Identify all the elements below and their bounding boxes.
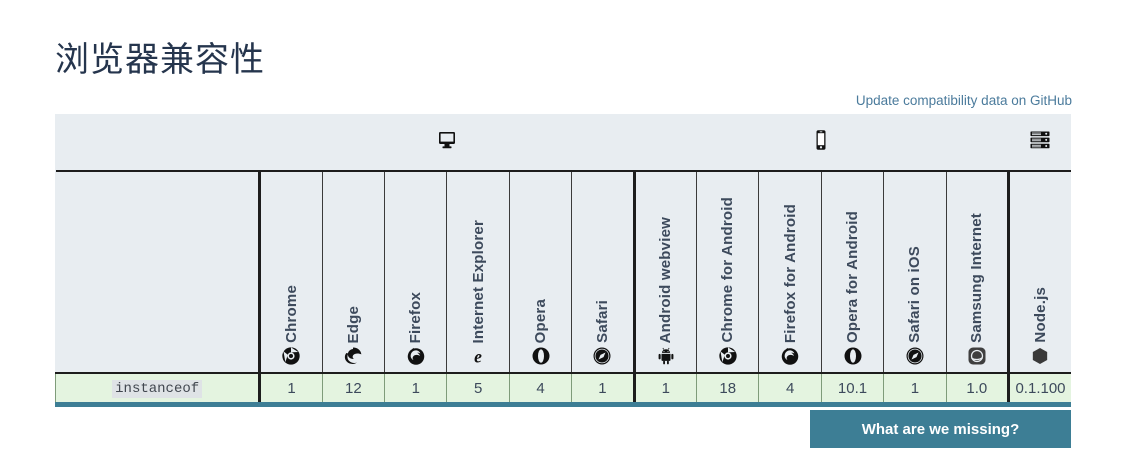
browser-header-row: Chrome Edge Firefox Internet Explorer e Opera…: [55, 171, 1071, 374]
edge-icon: [343, 346, 363, 366]
platform-header-server: [1008, 114, 1071, 172]
browser-header-chrome-for-android[interactable]: Chrome for Android: [696, 171, 759, 374]
browser-name-label: Edge: [344, 305, 362, 343]
support-cell[interactable]: 4: [508, 373, 572, 407]
browser-header-node-js[interactable]: Node.js: [1006, 171, 1071, 374]
support-cell[interactable]: 1: [632, 373, 697, 407]
safari-icon: [592, 346, 612, 366]
browser-name-label: Node.js: [1031, 287, 1049, 343]
support-cell[interactable]: 1.0: [945, 373, 1009, 407]
support-cell[interactable]: 4: [758, 373, 822, 407]
browser-header-android-webview[interactable]: Android webview: [632, 171, 697, 374]
support-cell[interactable]: 18: [696, 373, 759, 407]
chrome-icon: [718, 346, 738, 366]
safari-icon: [905, 346, 925, 366]
support-cell[interactable]: 5: [446, 373, 510, 407]
platform-header-row: [55, 114, 1071, 172]
platform-header-spacer: [55, 114, 260, 172]
support-cell[interactable]: 1: [258, 373, 323, 407]
mobile-phone-icon: [809, 129, 833, 156]
browser-header-opera[interactable]: Opera: [508, 171, 572, 374]
support-cell[interactable]: 1: [571, 373, 635, 407]
firefox-icon: [406, 346, 426, 366]
opera-icon: [843, 346, 863, 366]
browser-name-label: Firefox: [407, 291, 425, 343]
browser-name-label: Android webview: [657, 216, 675, 343]
chrome-icon: [281, 346, 301, 366]
opera-icon: [531, 346, 551, 366]
browser-compatibility-table: Chrome Edge Firefox Internet Explorer e Opera…: [54, 114, 1071, 407]
browser-header-safari[interactable]: Safari: [571, 171, 635, 374]
browser-header-firefox-for-android[interactable]: Firefox for Android: [758, 171, 822, 374]
browser-name-label: Opera for Android: [844, 210, 861, 343]
support-cell[interactable]: 12: [321, 373, 385, 407]
support-cell[interactable]: 0.1.100: [1006, 373, 1071, 407]
firefox-icon: [780, 346, 800, 366]
feature-name: instanceof: [112, 380, 203, 398]
samsung-internet-icon: [967, 346, 987, 366]
platform-header-desktop: [259, 114, 635, 172]
browser-header-firefox[interactable]: Firefox: [384, 171, 447, 374]
nodejs-icon: [1030, 346, 1050, 366]
browser-name-label: Opera: [532, 298, 550, 343]
page-title: 浏览器兼容性: [55, 41, 265, 79]
browser-name-label: Internet Explorer: [469, 219, 487, 343]
browser-header-safari-on-ios[interactable]: Safari on iOS: [883, 171, 947, 374]
browser-name-label: Chrome for Android: [719, 197, 737, 343]
desktop-monitor-icon: [435, 131, 459, 156]
browser-name-label: Samsung Internet: [968, 213, 986, 343]
support-cell[interactable]: 1: [883, 373, 947, 407]
browser-name-label: Firefox for Android: [781, 203, 799, 343]
internet-explorer-icon: e: [468, 346, 488, 367]
browser-name-label: Safari: [593, 300, 611, 343]
desktop-monitor-icon: [435, 128, 459, 152]
server-rack-icon: [1028, 128, 1052, 152]
update-compatibility-data-link[interactable]: Update compatibility data on GitHub: [855, 93, 1072, 108]
browser-header-edge[interactable]: Edge: [321, 171, 385, 374]
support-cell[interactable]: 1: [384, 373, 447, 407]
browser-header-samsung-internet[interactable]: Samsung Internet: [945, 171, 1009, 374]
browser-header-internet-explorer[interactable]: Internet Explorer e: [446, 171, 510, 374]
svg-text:e: e: [474, 347, 482, 366]
platform-header-mobile: [634, 114, 1009, 172]
browser-name-label: Chrome: [282, 285, 300, 343]
feature-column-header: [55, 171, 260, 374]
support-cell[interactable]: 10.1: [820, 373, 884, 407]
what-are-we-missing-button[interactable]: What are we missing?: [810, 410, 1071, 448]
feature-name-cell: instanceof: [54, 373, 260, 407]
browser-name-label: Safari on iOS: [906, 246, 924, 343]
compat-table: Chrome Edge Firefox Internet Explorer e Opera…: [54, 114, 1071, 407]
server-rack-icon: [1028, 131, 1052, 156]
browser-header-opera-for-android[interactable]: Opera for Android: [820, 171, 884, 374]
mobile-phone-icon: [809, 128, 833, 152]
browser-header-chrome[interactable]: Chrome: [258, 171, 323, 374]
android-icon: [656, 346, 676, 366]
